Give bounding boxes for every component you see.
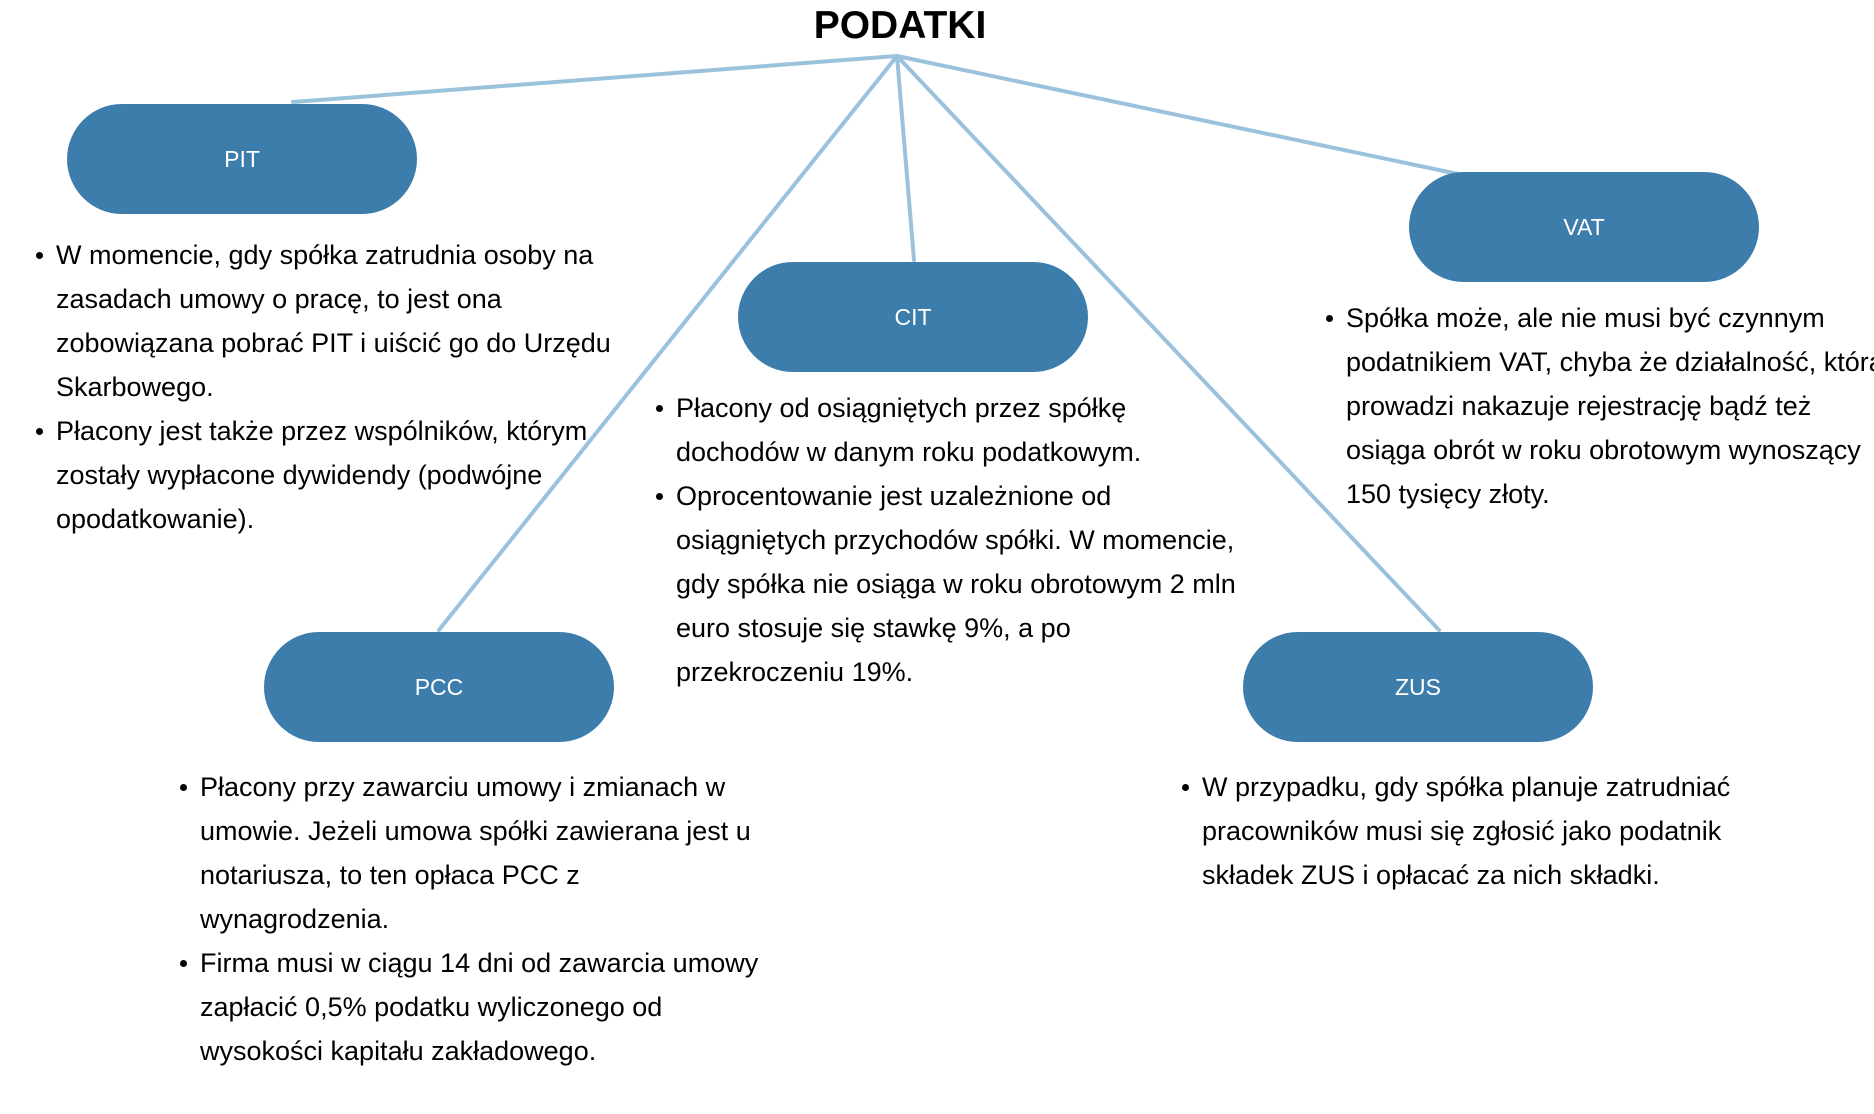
vat-description-list: Spółka może, ale nie musi być czynnym po…	[1322, 296, 1874, 516]
connector-pcc	[437, 54, 899, 632]
node-zus-label: ZUS	[1395, 673, 1441, 700]
node-cit: CIT	[738, 262, 1088, 372]
node-cit-label: CIT	[894, 303, 932, 330]
connector-cit	[895, 54, 916, 262]
pit-item-2: Płacony jest także przez wspólników, któ…	[36, 409, 616, 541]
pcc-item-2: Firma musi w ciągu 14 dni od zawarcia um…	[180, 941, 760, 1073]
vat-item-1: Spółka może, ale nie musi być czynnym po…	[1326, 296, 1874, 516]
cit-item-1: Płacony od osiągniętych przez spółkę doc…	[656, 386, 1236, 474]
node-pcc-label: PCC	[414, 673, 464, 700]
node-pcc: PCC	[264, 632, 614, 742]
pit-item-1: W momencie, gdy spółka zatrudnia osoby n…	[36, 233, 616, 409]
pcc-description-list: Płacony przy zawarciu umowy i zmianach w…	[176, 765, 760, 1073]
zus-item-1: W przypadku, gdy spółka planuje zatrudni…	[1182, 765, 1762, 897]
connector-pit	[291, 54, 899, 104]
cit-description-list: Płacony od osiągniętych przez spółkę doc…	[652, 386, 1236, 694]
node-zus: ZUS	[1243, 632, 1593, 742]
cit-item-2: Oprocentowanie jest uzależnione od osiąg…	[656, 474, 1236, 694]
zus-description-list: W przypadku, gdy spółka planuje zatrudni…	[1178, 765, 1762, 897]
node-vat: VAT	[1409, 172, 1759, 282]
connector-zus	[895, 54, 1441, 632]
pit-description-list: W momencie, gdy spółka zatrudnia osoby n…	[32, 233, 616, 541]
connector-vat	[895, 54, 1460, 176]
node-vat-label: VAT	[1563, 213, 1605, 240]
node-pit-label: PIT	[224, 145, 260, 172]
node-pit: PIT	[67, 104, 417, 214]
diagram-title: PODATKI	[813, 4, 987, 47]
pcc-item-1: Płacony przy zawarciu umowy i zmianach w…	[180, 765, 760, 941]
